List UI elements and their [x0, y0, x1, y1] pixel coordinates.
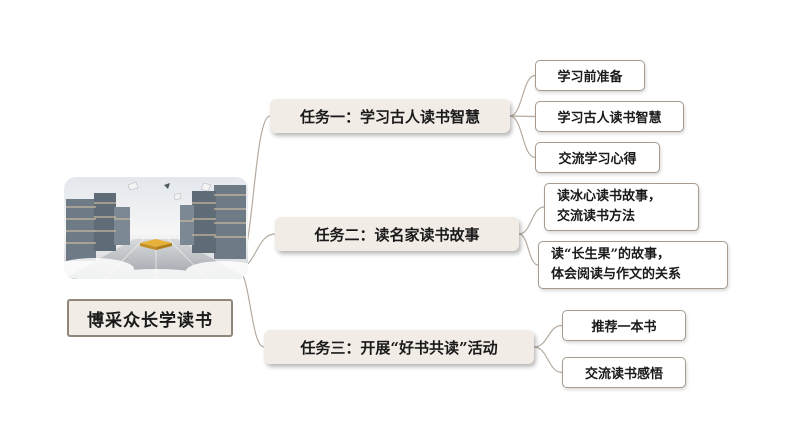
connector-root-task-3 — [236, 268, 265, 348]
subtopic-label: 学习前准备 — [557, 70, 623, 85]
subtopic-label-line-2: 体会阅读与作文的关系 — [551, 267, 682, 282]
task-1-subtopic-2: 学习古人读书智慧 — [535, 101, 684, 132]
task-1-node: 任务一：学习古人读书智慧 — [270, 99, 510, 133]
task-1-subtopic-1: 学习前准备 — [535, 60, 645, 91]
task-2-subtopic-1: 读冰心读书故事， 交流读书方法 — [544, 183, 699, 231]
subtopic-label: 推荐一本书 — [591, 320, 657, 335]
task-3-node: 任务三：开展“好书共读”活动 — [264, 330, 534, 364]
subtopic-label-line-1: 读冰心读书故事， — [557, 189, 662, 204]
task-2-label: 任务二：读名家读书故事 — [314, 225, 480, 244]
root-topic: 博采众长学读书 — [67, 299, 233, 337]
subtopic-label: 学习古人读书智慧 — [557, 111, 662, 126]
connector-task-1-subtopic-2 — [509, 115, 536, 118]
task-3-label: 任务三：开展“好书共读”活动 — [300, 338, 498, 357]
task-1-label: 任务一：学习古人读书智慧 — [299, 107, 480, 126]
connector-task-2-subtopic-2 — [518, 233, 539, 266]
subtopic-label-line-1: 读“长生果”的故事， — [551, 247, 670, 262]
connector-task-1-subtopic-1 — [509, 74, 536, 117]
connector-task-1-subtopic-3 — [509, 115, 536, 159]
root-topic-label: 博采众长学读书 — [87, 310, 213, 331]
books-image — [64, 177, 248, 279]
task-1-subtopic-3: 交流学习心得 — [535, 142, 660, 173]
subtopic-label: 交流读书感悟 — [584, 367, 663, 382]
task-2-node: 任务二：读名家读书故事 — [275, 217, 519, 251]
connector-task-2-subtopic-1 — [518, 206, 545, 235]
connector-task-3-subtopic-2 — [533, 346, 563, 374]
subtopic-label-line-2: 交流读书方法 — [557, 209, 636, 224]
subtopic-label: 交流学习心得 — [558, 152, 637, 167]
connector-task-3-subtopic-1 — [533, 324, 563, 348]
books-stack-illustration — [64, 177, 248, 279]
task-3-subtopic-2: 交流读书感悟 — [562, 357, 686, 388]
task-3-subtopic-1: 推荐一本书 — [562, 310, 686, 341]
task-2-subtopic-2: 读“长生果”的故事， 体会阅读与作文的关系 — [538, 241, 728, 289]
